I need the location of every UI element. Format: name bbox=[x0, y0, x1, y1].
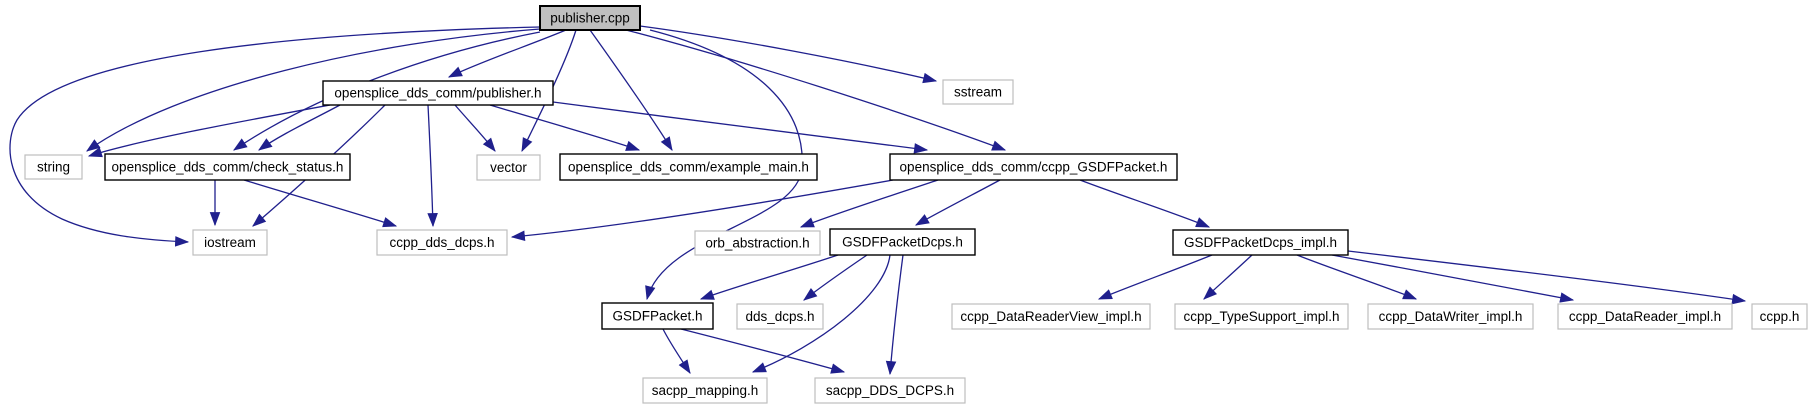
edge-gsdfpacketdcps_h-to-sacpp_dds_dcps_h bbox=[885, 254, 904, 376]
node-label-gsdfpacket_h: GSDFPacket.h bbox=[612, 309, 702, 324]
node-label-ccpp_typesupport_impl_h: ccpp_TypeSupport_impl.h bbox=[1183, 309, 1339, 324]
edge-publisher_cpp-to-ccpp_gsdfpacket_h bbox=[625, 29, 1007, 151]
edge-publisher_h-to-check_status_h bbox=[258, 104, 341, 151]
node-ccpp_datareaderview_impl_h: ccpp_DataReaderView_impl.h bbox=[951, 303, 1151, 330]
node-ccpp_typesupport_impl_h: ccpp_TypeSupport_impl.h bbox=[1174, 303, 1349, 330]
node-box-publisher_cpp bbox=[539, 5, 641, 31]
edge-ccpp_gsdfpacket_h-to-orb_abstraction_h bbox=[799, 179, 939, 228]
node-box-vector bbox=[476, 154, 541, 181]
node-vector: vector bbox=[476, 154, 541, 181]
edges-layer bbox=[9, 25, 1747, 376]
node-label-publisher_h: opensplice_dds_comm/publisher.h bbox=[334, 86, 541, 101]
node-box-ccpp_typesupport_impl_h bbox=[1174, 303, 1349, 330]
node-label-ccpp_datawriter_impl_h: ccpp_DataWriter_impl.h bbox=[1379, 309, 1523, 324]
node-box-ccpp_datareaderview_impl_h bbox=[951, 303, 1151, 330]
edge-publisher_h-to-vector bbox=[454, 104, 496, 152]
edge-gsdfpacketdcps_impl_h-to-ccpp_h bbox=[1347, 250, 1747, 305]
node-iostream: iostream bbox=[192, 229, 268, 256]
node-box-sacpp_mapping_h bbox=[642, 377, 768, 404]
edge-ccpp_gsdfpacket_h-to-gsdfpacketdcps_impl_h bbox=[1079, 179, 1211, 228]
node-box-ccpp_h bbox=[1751, 303, 1808, 330]
edge-publisher_h-to-example_main_h bbox=[489, 104, 641, 151]
edge-ccpp_gsdfpacket_h-to-ccpp_dds_dcps_h bbox=[510, 179, 894, 242]
node-label-dds_dcps_h: dds_dcps.h bbox=[745, 309, 814, 324]
node-ccpp_dds_dcps_h: ccpp_dds_dcps.h bbox=[376, 229, 508, 256]
node-label-ccpp_datareaderview_impl_h: ccpp_DataReaderView_impl.h bbox=[960, 309, 1141, 324]
node-label-ccpp_h: ccpp.h bbox=[1760, 309, 1800, 324]
node-box-gsdfpacketdcps_h[interactable] bbox=[829, 228, 976, 256]
node-box-ccpp_gsdfpacket_h[interactable] bbox=[889, 153, 1178, 181]
edge-ccpp_gsdfpacket_h-to-gsdfpacketdcps_h bbox=[914, 179, 1001, 226]
node-label-sacpp_dds_dcps_h: sacpp_DDS_DCPS.h bbox=[826, 383, 954, 398]
node-label-string: string bbox=[37, 160, 70, 175]
edge-publisher_cpp-to-publisher_h bbox=[447, 29, 567, 78]
node-gsdfpacketdcps_impl_h[interactable]: GSDFPacketDcps_impl.h bbox=[1172, 229, 1349, 256]
node-box-check_status_h[interactable] bbox=[104, 153, 351, 181]
node-box-publisher_h[interactable] bbox=[322, 80, 554, 106]
nodes-layer: publisher.cpp opensplice_dds_comm/publish… bbox=[24, 5, 1808, 404]
node-sacpp_dds_dcps_h: sacpp_DDS_DCPS.h bbox=[814, 377, 966, 404]
node-publisher_h[interactable]: opensplice_dds_comm/publisher.h bbox=[322, 80, 554, 106]
node-box-gsdfpacket_h[interactable] bbox=[601, 302, 714, 330]
node-box-example_main_h[interactable] bbox=[559, 153, 818, 181]
node-check_status_h[interactable]: opensplice_dds_comm/check_status.h bbox=[104, 153, 351, 181]
node-box-ccpp_datareader_impl_h bbox=[1557, 303, 1733, 330]
node-example_main_h[interactable]: opensplice_dds_comm/example_main.h bbox=[559, 153, 818, 181]
node-box-orb_abstraction_h bbox=[694, 230, 821, 256]
node-label-gsdfpacketdcps_impl_h: GSDFPacketDcps_impl.h bbox=[1184, 235, 1337, 250]
node-label-publisher_cpp: publisher.cpp bbox=[550, 11, 630, 26]
node-ccpp_datawriter_impl_h: ccpp_DataWriter_impl.h bbox=[1367, 303, 1534, 330]
edge-gsdfpacketdcps_impl_h-to-ccpp_typesupport_impl_h bbox=[1203, 254, 1253, 300]
edge-publisher_cpp-to-iostream bbox=[9, 26, 541, 247]
node-gsdfpacketdcps_h[interactable]: GSDFPacketDcps.h bbox=[829, 228, 976, 256]
node-label-sstream: sstream bbox=[954, 85, 1002, 100]
node-label-check_status_h: opensplice_dds_comm/check_status.h bbox=[112, 160, 344, 175]
node-box-dds_dcps_h bbox=[736, 303, 824, 330]
edge-gsdfpacketdcps_impl_h-to-ccpp_datareaderview_impl_h bbox=[1097, 254, 1213, 300]
edge-publisher_cpp-to-string bbox=[86, 28, 541, 152]
node-label-gsdfpacketdcps_h: GSDFPacketDcps.h bbox=[842, 235, 963, 250]
node-box-sacpp_dds_dcps_h bbox=[814, 377, 966, 404]
edge-check_status_h-to-ccpp_dds_dcps_h bbox=[243, 179, 398, 228]
node-label-sacpp_mapping_h: sacpp_mapping.h bbox=[652, 383, 759, 398]
node-box-ccpp_datawriter_impl_h bbox=[1367, 303, 1534, 330]
node-box-ccpp_dds_dcps_h bbox=[376, 229, 508, 256]
edge-gsdfpacket_h-to-sacpp_dds_dcps_h bbox=[680, 328, 846, 374]
node-dds_dcps_h: dds_dcps.h bbox=[736, 303, 824, 330]
node-box-sstream bbox=[942, 79, 1014, 105]
node-sstream: sstream bbox=[942, 79, 1014, 105]
node-box-iostream bbox=[192, 229, 268, 256]
node-box-gsdfpacketdcps_impl_h[interactable] bbox=[1172, 229, 1349, 256]
node-publisher_cpp: publisher.cpp bbox=[539, 5, 641, 31]
node-sacpp_mapping_h: sacpp_mapping.h bbox=[642, 377, 768, 404]
node-gsdfpacket_h[interactable]: GSDFPacket.h bbox=[601, 302, 714, 330]
edge-gsdfpacketdcps_impl_h-to-ccpp_datareader_impl_h bbox=[1331, 254, 1575, 303]
node-orb_abstraction_h: orb_abstraction.h bbox=[694, 230, 821, 256]
node-label-vector: vector bbox=[490, 160, 527, 175]
node-label-orb_abstraction_h: orb_abstraction.h bbox=[705, 236, 809, 251]
edge-publisher_h-to-ccpp_gsdfpacket_h bbox=[552, 101, 929, 154]
node-label-example_main_h: opensplice_dds_comm/example_main.h bbox=[568, 160, 809, 175]
node-label-iostream: iostream bbox=[204, 235, 256, 250]
node-box-string bbox=[24, 154, 83, 180]
edge-gsdfpacketdcps_impl_h-to-ccpp_datawriter_impl_h bbox=[1296, 254, 1418, 300]
edge-gsdfpacketdcps_h-to-gsdfpacket_h bbox=[699, 254, 839, 300]
edge-gsdfpacketdcps_h-to-sacpp_mapping_h bbox=[751, 254, 891, 373]
edge-gsdfpacket_h-to-sacpp_mapping_h bbox=[662, 328, 691, 374]
node-ccpp_gsdfpacket_h[interactable]: opensplice_dds_comm/ccpp_GSDFPacket.h bbox=[889, 153, 1178, 181]
node-ccpp_datareader_impl_h: ccpp_DataReader_impl.h bbox=[1557, 303, 1733, 330]
edge-publisher_h-to-ccpp_dds_dcps_h bbox=[427, 104, 438, 228]
node-label-ccpp_datareader_impl_h: ccpp_DataReader_impl.h bbox=[1569, 309, 1721, 324]
edge-publisher_cpp-to-sstream bbox=[639, 25, 938, 84]
edge-gsdfpacketdcps_h-to-dds_dcps_h bbox=[803, 254, 868, 301]
node-ccpp_h: ccpp.h bbox=[1751, 303, 1808, 330]
edge-publisher_h-to-string bbox=[87, 104, 331, 158]
node-string: string bbox=[24, 154, 83, 180]
edge-publisher_cpp-to-example_main_h bbox=[589, 29, 673, 151]
node-label-ccpp_dds_dcps_h: ccpp_dds_dcps.h bbox=[389, 235, 494, 250]
node-label-ccpp_gsdfpacket_h: opensplice_dds_comm/ccpp_GSDFPacket.h bbox=[900, 160, 1168, 175]
